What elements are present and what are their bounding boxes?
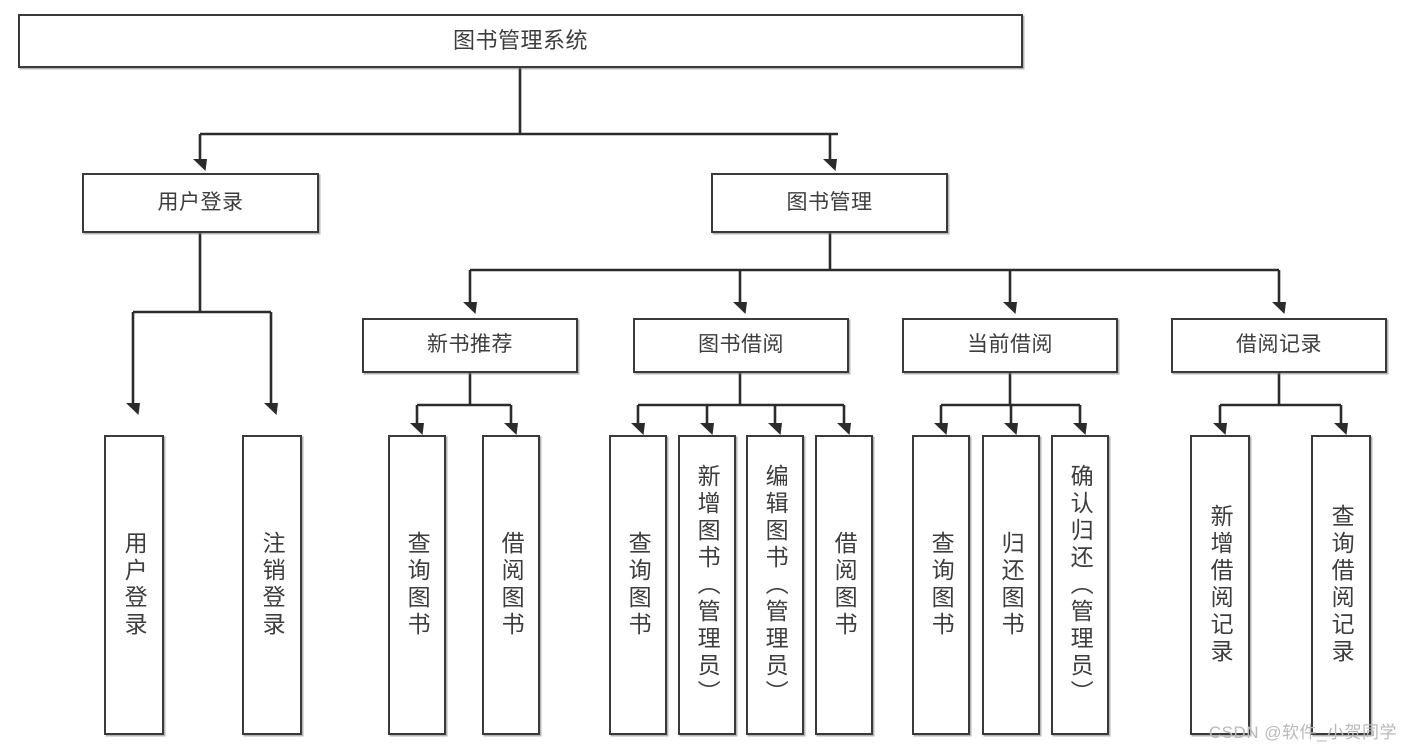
leaf-query-books-newbook[interactable]: 查询图书 [388,435,446,735]
node-new-book-recommend-label: 新书推荐 [427,333,513,357]
node-book-borrow[interactable]: 图书借阅 [633,318,849,373]
leaf-return-books-label: 归还图书 [998,531,1025,639]
leaf-query-borrow-record[interactable]: 查询借阅记录 [1311,435,1371,735]
node-current-borrow-label: 当前借阅 [967,333,1053,357]
leaf-query-borrow-record-label: 查询借阅记录 [1328,504,1355,666]
leaf-query-books-borrow[interactable]: 查询图书 [609,435,667,735]
leaf-add-borrow-record-label: 新增借阅记录 [1207,504,1234,666]
leaf-query-books-newbook-label: 查询图书 [404,531,431,639]
leaf-add-book-admin-label: 新增图书（管理员） [694,463,721,707]
leaf-logout-label: 注销登录 [259,531,286,639]
leaf-borrow-books-newbook[interactable]: 借阅图书 [482,435,540,735]
leaf-query-books-current[interactable]: 查询图书 [912,435,970,735]
leaf-edit-book-admin-label: 编辑图书（管理员） [762,463,789,707]
leaf-add-book-admin[interactable]: 新增图书（管理员） [678,435,736,735]
leaf-user-login[interactable]: 用户登录 [104,435,164,735]
node-user-login-label: 用户登录 [157,190,244,214]
node-borrow-records-label: 借阅记录 [1236,333,1322,357]
leaf-edit-book-admin[interactable]: 编辑图书（管理员） [746,435,804,735]
leaf-confirm-return-admin[interactable]: 确认归还（管理员） [1051,435,1109,735]
leaf-query-books-borrow-label: 查询图书 [625,531,652,639]
leaf-user-login-label: 用户登录 [121,531,148,639]
csdn-watermark: CSDN @软件_小贺同学 [1208,723,1397,742]
leaf-confirm-return-admin-label: 确认归还（管理员） [1067,463,1094,707]
node-borrow-records[interactable]: 借阅记录 [1171,318,1387,373]
leaf-query-books-current-label: 查询图书 [928,531,955,639]
node-new-book-recommend[interactable]: 新书推荐 [362,318,578,373]
leaf-logout[interactable]: 注销登录 [242,435,302,735]
node-user-login[interactable]: 用户登录 [82,173,319,233]
node-current-borrow[interactable]: 当前借阅 [902,318,1118,373]
leaf-return-books[interactable]: 归还图书 [982,435,1040,735]
node-book-borrow-label: 图书借阅 [698,333,784,357]
node-book-management[interactable]: 图书管理 [711,173,948,233]
node-root-label: 图书管理系统 [452,28,588,54]
node-book-management-label: 图书管理 [786,190,873,214]
node-root[interactable]: 图书管理系统 [18,14,1023,68]
leaf-borrow-books-borrow-label: 借阅图书 [831,531,858,639]
leaf-add-borrow-record[interactable]: 新增借阅记录 [1190,435,1250,735]
leaf-borrow-books-newbook-label: 借阅图书 [498,531,525,639]
leaf-borrow-books-borrow[interactable]: 借阅图书 [815,435,873,735]
